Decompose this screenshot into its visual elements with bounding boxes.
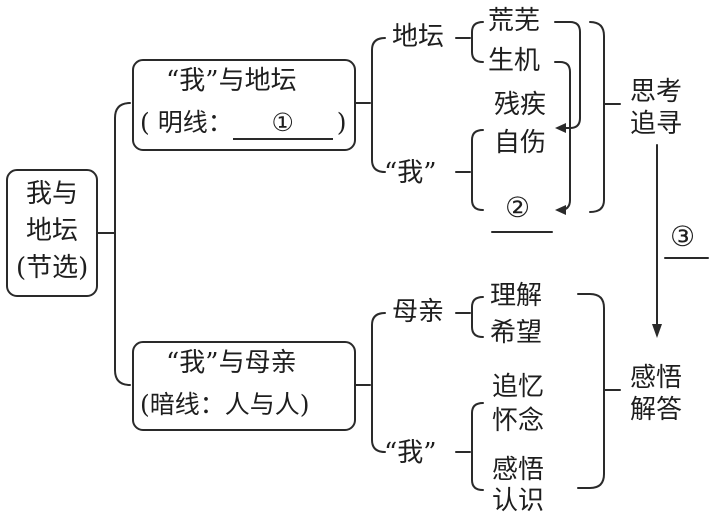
node-mother: 母亲: [392, 297, 445, 327]
node-ditan: 地坛: [392, 22, 445, 52]
node-wo-bottom: “我”: [384, 438, 437, 468]
top-result-bracket: [589, 21, 605, 213]
vitality-arrowhead: [555, 205, 566, 215]
root-line: 地坛: [25, 216, 78, 246]
bottom-branch-subtitle: (暗线：人与人): [140, 390, 310, 419]
mother-bracket: [471, 296, 484, 338]
top-result: 思考 追寻: [630, 76, 682, 140]
bottom-result: 感悟 解答: [630, 362, 682, 426]
wo-bracket-top: [471, 129, 484, 211]
ditan-bracket: [471, 21, 484, 63]
top-branch-subtitle: ( 明线：①): [140, 108, 346, 140]
item-miss: 怀念: [492, 406, 545, 436]
wo-bracket-bottom: [471, 402, 484, 491]
item-insight: 感悟: [492, 455, 545, 485]
node-wo-top: “我”: [384, 158, 437, 188]
blank-1[interactable]: ①: [232, 108, 333, 140]
bottom-result-line: 解答: [630, 395, 683, 425]
bottom-result-line: 感悟: [630, 363, 683, 393]
bottom-sub-bracket: [371, 312, 386, 453]
barren-arrow-line: [554, 21, 581, 129]
item-understanding: 认识: [492, 486, 545, 516]
top-result-line: 思考: [630, 77, 683, 107]
top-branch-subtitle-suffix: ): [336, 108, 347, 137]
vitality-arrow-line: [554, 61, 571, 211]
top-result-line: 追寻: [630, 109, 683, 139]
item-self-pity: 自伤: [494, 128, 547, 158]
item-hope: 希望: [490, 318, 543, 348]
top-branch-box: [132, 59, 356, 151]
root-label: 我与 地坛 (节选): [16, 176, 88, 287]
item-understand: 理解: [490, 281, 543, 311]
top-branch-subtitle-prefix: ( 明线：: [140, 108, 233, 137]
top-branch-title: “我”与地坛: [166, 66, 297, 96]
top-sub-bracket: [371, 37, 386, 173]
main-bracket: [114, 102, 131, 386]
blank-3[interactable]: ③: [670, 220, 696, 253]
item-disabled: 残疾: [494, 90, 547, 120]
bottom-result-bracket: [577, 293, 605, 489]
item-recall: 追忆: [492, 372, 545, 402]
item-barren: 荒芜: [488, 6, 541, 36]
root-line: 我与: [25, 179, 78, 209]
item-vitality: 生机: [488, 46, 541, 76]
root-line: (节选): [16, 253, 89, 283]
barren-arrowhead: [555, 123, 566, 133]
bottom-branch-title: “我”与母亲: [166, 348, 297, 378]
blank-2[interactable]: ②: [505, 191, 531, 224]
down-arrowhead: [652, 324, 662, 338]
